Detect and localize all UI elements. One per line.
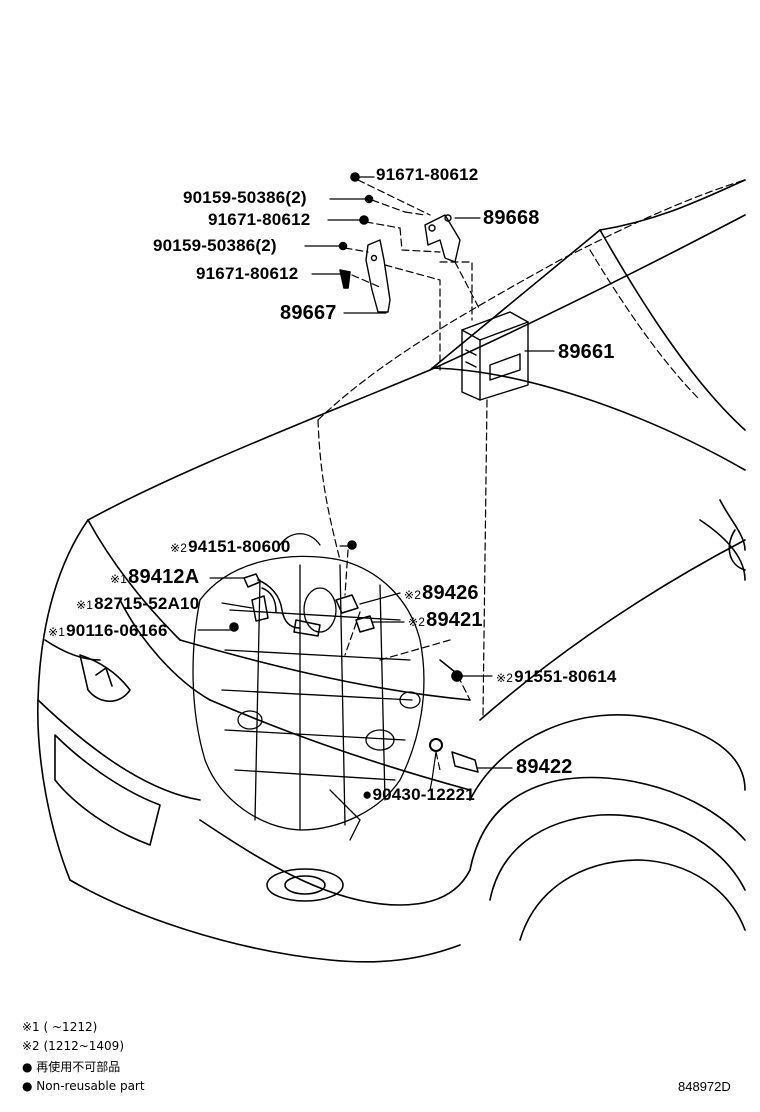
callout-text: 91671-80612 bbox=[196, 264, 299, 283]
mark-1: ※1 bbox=[110, 572, 128, 586]
callout-text: 89426 bbox=[422, 582, 479, 604]
callout-text: 90159-50386(2) bbox=[153, 236, 277, 255]
callout-91671-80612-top: 91671-80612 bbox=[376, 166, 478, 183]
mark-2: ※2 bbox=[170, 541, 188, 555]
mark-2: ※2 bbox=[404, 588, 422, 602]
callout-text: 90159-50386(2) bbox=[183, 188, 307, 207]
callout-text: 89412A bbox=[128, 566, 200, 588]
callout-91671-80612-middle: 91671-80612 bbox=[208, 211, 310, 228]
callout-text: 89422 bbox=[516, 756, 573, 778]
mark-1: ※1 bbox=[48, 625, 66, 639]
legend-nonreusable-en: ● Non-reusable part bbox=[22, 1079, 145, 1093]
callout-text: 82715-52A10 bbox=[94, 594, 200, 613]
callout-text: 89668 bbox=[483, 207, 540, 229]
mark-2: ※2 bbox=[408, 615, 426, 629]
nonreusable-dot-icon: ● bbox=[362, 785, 373, 804]
callout-text: 90116-06166 bbox=[66, 621, 168, 640]
callout-89412A: ※189412A bbox=[110, 567, 199, 587]
legend-note-1: ※1 ( ~1212) bbox=[22, 1020, 98, 1034]
callout-89668: 89668 bbox=[483, 208, 540, 228]
legend-note-2: ※2 (1212~1409) bbox=[22, 1039, 124, 1053]
leader-lines bbox=[197, 176, 555, 791]
car-body-outline bbox=[37, 179, 746, 963]
callout-text: 91671-80612 bbox=[376, 165, 479, 184]
callout-89426: ※289426 bbox=[404, 583, 479, 603]
fasteners bbox=[229, 172, 463, 752]
callout-text: 91671-80612 bbox=[208, 210, 311, 229]
callout-90116-06166: ※190116-06166 bbox=[48, 622, 168, 639]
callout-89661: 89661 bbox=[558, 342, 615, 362]
callout-text: 89421 bbox=[426, 609, 483, 631]
callout-89421: ※289421 bbox=[408, 610, 483, 630]
ecu-group bbox=[365, 214, 529, 401]
callout-text: 90430-12221 bbox=[372, 785, 475, 804]
engine-assembly bbox=[192, 533, 425, 841]
callout-91551-80614: ※291551-80614 bbox=[496, 668, 617, 685]
callout-82715-52A10: ※182715-52A10 bbox=[76, 595, 199, 612]
callout-text: 89661 bbox=[558, 341, 615, 363]
callout-90430-12221: ●90430-12221 bbox=[362, 786, 475, 803]
callout-91671-80612-lower: 91671-80612 bbox=[196, 265, 298, 282]
dashed-relation-lines bbox=[317, 179, 746, 771]
callout-text: 94151-80600 bbox=[188, 537, 291, 556]
legend-nonreusable-jp: ● 再使用不可部品 bbox=[22, 1060, 121, 1074]
callout-90159-50386-lower: 90159-50386(2) bbox=[153, 237, 277, 254]
mark-2: ※2 bbox=[496, 671, 514, 685]
illustration-id: 848972D bbox=[678, 1079, 731, 1094]
callout-90159-50386-upper: 90159-50386(2) bbox=[183, 189, 307, 206]
callout-89667: 89667 bbox=[280, 303, 337, 323]
sensors-and-harness bbox=[243, 573, 479, 773]
callout-text: 89667 bbox=[280, 302, 337, 324]
mark-1: ※1 bbox=[76, 598, 94, 612]
callout-89422: 89422 bbox=[516, 757, 573, 777]
callout-text: 91551-80614 bbox=[514, 667, 617, 686]
callout-94151-80600: ※294151-80600 bbox=[170, 538, 291, 555]
